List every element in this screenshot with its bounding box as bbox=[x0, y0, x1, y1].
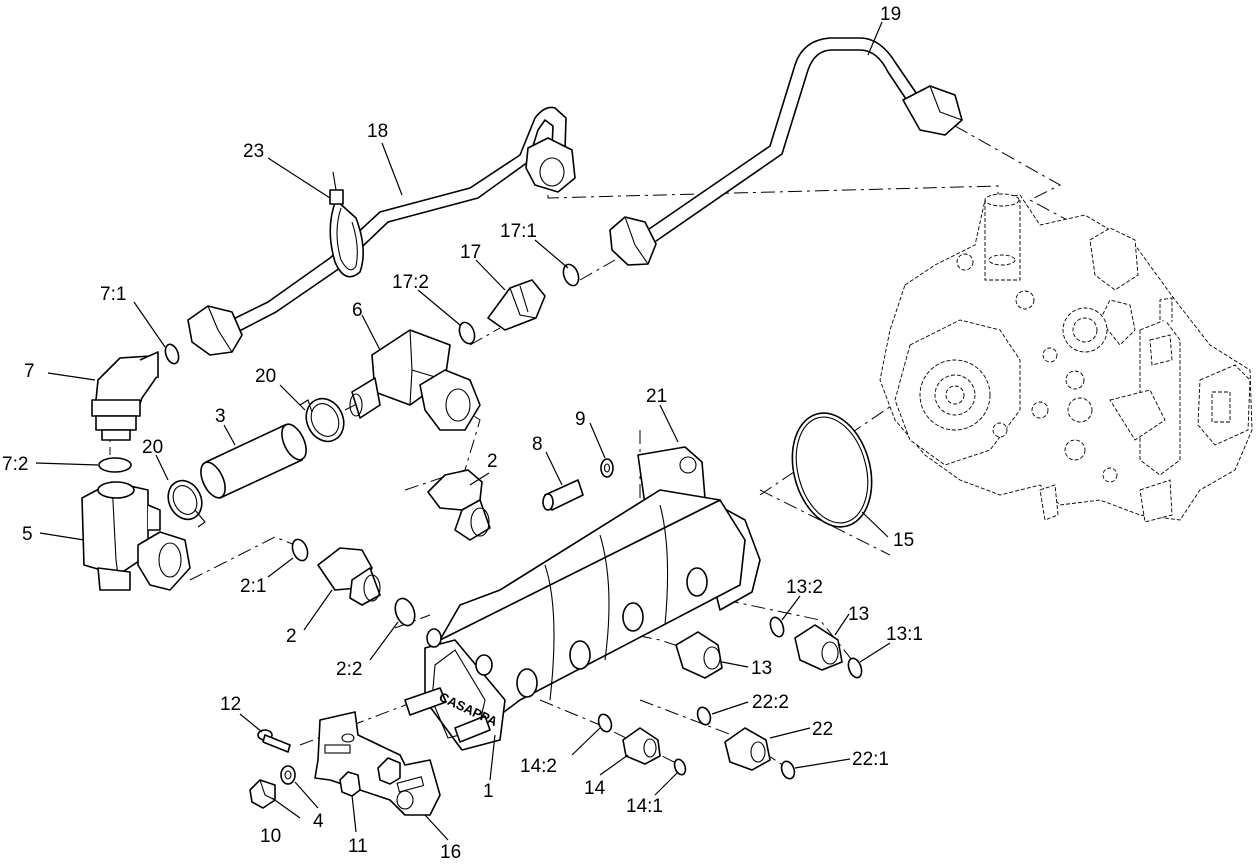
fitting-22 bbox=[724, 727, 771, 771]
adapter-2-lower bbox=[317, 547, 381, 606]
adapter-2-upper bbox=[427, 469, 491, 541]
tube-19 bbox=[609, 37, 963, 266]
cable-tie-23 bbox=[329, 171, 364, 278]
elbow-fitting-7 bbox=[91, 351, 159, 441]
callout-18: 18 bbox=[367, 121, 388, 142]
tee-fitting-5 bbox=[81, 481, 191, 591]
callout-20-lower: 20 bbox=[142, 437, 163, 458]
callout-2-lower: 2 bbox=[286, 626, 297, 647]
callout-9: 9 bbox=[575, 409, 586, 430]
hose-3 bbox=[200, 423, 307, 499]
callout-13-2: 13:2 bbox=[786, 577, 823, 598]
callout-13-upper: 13 bbox=[848, 604, 869, 625]
callout-17-2: 17:2 bbox=[392, 272, 429, 293]
callout-22-2: 22:2 bbox=[752, 692, 789, 713]
fitting-13-lower bbox=[675, 631, 723, 679]
callout-14: 14 bbox=[584, 778, 606, 799]
fitting-14 bbox=[622, 727, 661, 765]
callout-7: 7 bbox=[24, 361, 35, 382]
fitting-17 bbox=[487, 279, 546, 331]
callout-15: 15 bbox=[893, 530, 914, 551]
callout-14-1: 14:1 bbox=[626, 796, 663, 817]
callout-7-2: 7:2 bbox=[2, 454, 28, 475]
callout-5: 5 bbox=[22, 524, 33, 545]
callout-3: 3 bbox=[215, 406, 226, 427]
callout-10: 10 bbox=[260, 826, 281, 847]
washer-4 bbox=[280, 765, 296, 785]
callout-labels: 19 18 23 17:1 17 17:2 6 7:1 7 20 3 7:2 2… bbox=[2, 4, 923, 863]
callout-14-2: 14:2 bbox=[520, 756, 557, 777]
callout-4: 4 bbox=[313, 811, 324, 832]
callout-11: 11 bbox=[348, 836, 368, 857]
callout-21: 21 bbox=[646, 386, 667, 407]
washer-9 bbox=[600, 458, 614, 478]
hose-clamp-20-upper bbox=[299, 397, 345, 443]
bracket-16 bbox=[314, 711, 441, 816]
o-rings bbox=[98, 263, 873, 780]
tee-fitting-6 bbox=[349, 329, 481, 431]
callout-22: 22 bbox=[812, 719, 833, 740]
hose-clamp-20-lower bbox=[167, 479, 206, 528]
callout-23: 23 bbox=[243, 141, 264, 162]
callout-2-upper: 2 bbox=[487, 451, 498, 472]
hex-nut-10 bbox=[249, 779, 276, 809]
cap-screw-8 bbox=[542, 479, 584, 511]
callout-8: 8 bbox=[532, 434, 543, 455]
hex-nut-bracket bbox=[377, 757, 401, 785]
callout-2-1: 2:1 bbox=[240, 576, 266, 597]
callout-16: 16 bbox=[440, 842, 461, 863]
callout-13-lower: 13 bbox=[751, 658, 772, 679]
callout-12: 12 bbox=[220, 694, 241, 715]
fitting-13-upper bbox=[794, 624, 843, 671]
callout-17-1: 17:1 bbox=[500, 221, 537, 242]
bolt-12 bbox=[257, 729, 291, 753]
hex-nut-11 bbox=[339, 771, 361, 797]
hydrostatic-pump-ghost bbox=[879, 193, 1253, 523]
gear-pump-1: CASAPPA bbox=[404, 446, 761, 751]
callout-7-1: 7:1 bbox=[100, 284, 126, 305]
callout-19: 19 bbox=[880, 4, 901, 25]
callout-20-upper: 20 bbox=[255, 366, 276, 387]
callout-13-1: 13:1 bbox=[886, 624, 923, 645]
callout-1: 1 bbox=[483, 781, 494, 802]
callout-6: 6 bbox=[352, 300, 363, 321]
callout-22-1: 22:1 bbox=[852, 749, 889, 770]
callout-2-2: 2:2 bbox=[336, 659, 362, 680]
tube-18 bbox=[187, 106, 576, 356]
callout-17: 17 bbox=[460, 242, 481, 263]
leader-lines bbox=[35, 21, 891, 841]
